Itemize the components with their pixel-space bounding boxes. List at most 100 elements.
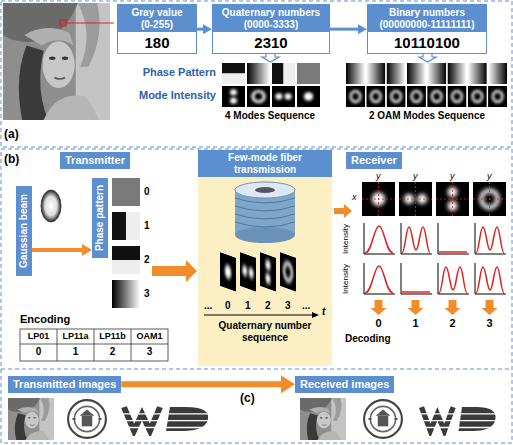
value-box: Binary numbers (00000000-11111111)101101… — [367, 4, 487, 54]
figure-part — [240, 252, 256, 292]
figure-part — [475, 223, 506, 254]
symbol-number: 0 — [144, 186, 150, 198]
decoded-number: 2 — [436, 317, 469, 330]
node-value: 10110100 — [368, 32, 486, 53]
figure-part — [418, 407, 506, 431]
table-cell: LP11a — [57, 331, 94, 341]
received-image-set — [300, 398, 506, 440]
node-value: 180 — [118, 32, 196, 53]
node-title: Few-mode fiber transmission — [198, 150, 332, 177]
fiber-panel-ground — [198, 150, 332, 366]
table-cell: LP01 — [20, 331, 57, 341]
flow-arrow — [152, 260, 197, 282]
sequence-symbol: 1 — [245, 300, 251, 312]
phase-frames — [112, 178, 140, 308]
value-box: Gray value (0-255)180 — [117, 4, 197, 54]
axis-label: y — [413, 171, 418, 181]
figure-part — [473, 182, 506, 216]
section-tag: Transmitted images — [8, 376, 121, 393]
node-title: Gaussian beam — [18, 194, 30, 268]
figure-part — [475, 263, 506, 294]
figure-part — [488, 63, 507, 84]
mode-frames — [220, 252, 296, 292]
figure-part — [427, 86, 446, 107]
flow-arrow — [334, 204, 352, 218]
figure-part — [247, 86, 270, 107]
figure-part — [387, 86, 406, 107]
vertical-tag: Gaussian beam — [16, 186, 32, 276]
figure-part — [260, 252, 276, 292]
figure-part — [235, 227, 295, 243]
transmitted-images — [8, 398, 220, 440]
figure-part — [220, 252, 236, 292]
figure-part — [482, 300, 498, 315]
figure-part — [448, 63, 467, 84]
decoded-number: 1 — [399, 317, 432, 330]
time-axis — [204, 315, 312, 316]
figure-part — [260, 252, 276, 292]
node-title: Binary numbers (00000000-11111111) — [368, 5, 486, 32]
figure-part — [120, 407, 220, 431]
flow-arrow — [330, 28, 358, 31]
four-mode-sequence — [222, 63, 320, 107]
figure-part — [94, 329, 95, 361]
figure-part — [364, 400, 402, 438]
figure-part — [8, 398, 54, 440]
gaussian-spot — [41, 190, 61, 222]
oam-sequence — [346, 63, 507, 107]
axis-label: y — [450, 171, 455, 181]
table-cell: 2 — [94, 346, 131, 358]
figure-part — [235, 198, 295, 227]
table-cell: OAM1 — [131, 331, 168, 341]
figure-part — [112, 280, 140, 308]
figure-part — [401, 263, 432, 294]
figure-part — [131, 329, 132, 361]
decoded-number: 0 — [362, 317, 395, 330]
node-title: Received images — [295, 376, 394, 393]
figure-part — [438, 263, 469, 294]
vertical-tag: Phase pattern — [92, 178, 108, 258]
figure-part — [438, 223, 469, 254]
figure-part — [20, 329, 168, 361]
figure-part — [378, 182, 379, 216]
axis-label: Intensity — [341, 264, 350, 294]
panel-divider — [1, 369, 512, 370]
table-cell: 1 — [57, 346, 94, 358]
time-axis-head — [312, 312, 319, 318]
fiber-spool — [235, 182, 295, 243]
step-label: Decoding — [345, 333, 391, 345]
decoded-number: 3 — [473, 317, 506, 330]
sequence-symbol: 3 — [285, 300, 291, 312]
figure-part — [57, 329, 58, 361]
figure-part — [468, 86, 487, 107]
row-label: Phase Pattern — [112, 66, 216, 79]
figure-part — [366, 86, 385, 107]
symbol-number: 3 — [144, 288, 150, 300]
table-cell: LP11b — [94, 331, 131, 341]
figure-part — [407, 63, 426, 84]
figure-part — [448, 86, 467, 107]
symbol-number: 1 — [144, 220, 150, 232]
flow-arrow — [197, 28, 203, 31]
figure-part — [280, 252, 296, 292]
figure-part — [399, 182, 432, 216]
figure-part — [445, 300, 461, 315]
figure-part — [280, 252, 296, 292]
panel-letter: (a) — [4, 128, 19, 142]
figure-part — [387, 63, 406, 84]
panel-letter: (b) — [4, 153, 19, 167]
axis-label: y — [376, 171, 381, 181]
down-arrow — [419, 53, 436, 62]
figure-part — [272, 86, 295, 107]
lena-image — [3, 3, 110, 120]
row-label: Mode Intensity — [112, 89, 216, 102]
figure-part — [366, 63, 385, 84]
figure-part — [68, 400, 106, 438]
figure-part — [247, 63, 270, 84]
figure-part — [371, 300, 387, 315]
figure-part — [272, 63, 295, 84]
figure-part — [401, 223, 432, 254]
figure-part — [300, 398, 346, 440]
axis-label: Intensity — [341, 224, 350, 254]
